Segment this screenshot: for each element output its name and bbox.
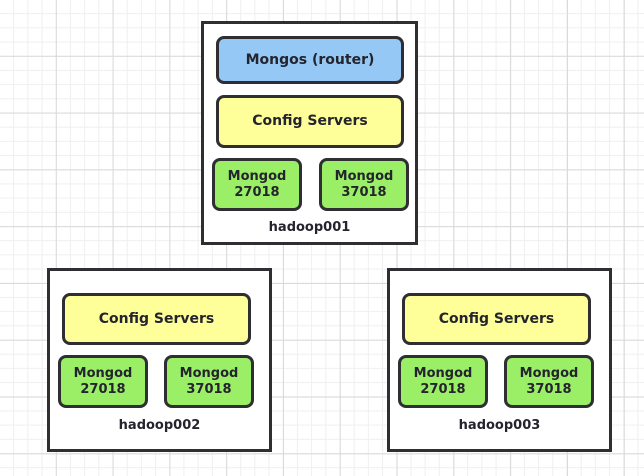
node-mongod-27018[interactable]: Mongod 27018 xyxy=(398,355,488,408)
node-label: Config Servers xyxy=(98,310,215,327)
node-config-servers[interactable]: Config Servers xyxy=(216,95,404,148)
host-container-hadoop003[interactable]: Config Servers Mongod 27018 Mongod 37018… xyxy=(387,268,612,452)
node-label: Mongod xyxy=(179,365,239,381)
node-label: Mongod xyxy=(227,168,287,184)
host-container-hadoop002[interactable]: Config Servers Mongod 27018 Mongod 37018… xyxy=(47,268,272,452)
node-port: 27018 xyxy=(234,184,280,200)
node-config-servers[interactable]: Config Servers xyxy=(402,293,591,345)
node-port: 27018 xyxy=(80,381,126,397)
node-mongod-37018[interactable]: Mongod 37018 xyxy=(164,355,254,408)
node-mongod-37018[interactable]: Mongod 37018 xyxy=(319,158,409,211)
node-label: Mongos (router) xyxy=(245,51,375,68)
node-label: Mongod xyxy=(73,365,133,381)
host-label-hadoop002: hadoop002 xyxy=(118,418,201,433)
node-label: Mongod xyxy=(413,365,473,381)
node-mongos-router[interactable]: Mongos (router) xyxy=(216,36,404,84)
node-port: 37018 xyxy=(526,381,572,397)
host-label-hadoop001: hadoop001 xyxy=(268,220,351,235)
node-label: Mongod xyxy=(519,365,579,381)
node-label: Config Servers xyxy=(252,113,368,130)
node-mongod-37018[interactable]: Mongod 37018 xyxy=(504,355,594,408)
node-port: 37018 xyxy=(186,381,232,397)
node-mongod-27018[interactable]: Mongod 27018 xyxy=(58,355,148,408)
node-port: 37018 xyxy=(341,184,387,200)
host-label-hadoop003: hadoop003 xyxy=(458,418,541,433)
node-port: 27018 xyxy=(420,381,466,397)
node-label: Config Servers xyxy=(438,310,555,327)
node-config-servers[interactable]: Config Servers xyxy=(62,293,251,345)
node-mongod-27018[interactable]: Mongod 27018 xyxy=(212,158,302,211)
host-container-hadoop001[interactable]: Mongos (router) Config Servers Mongod 27… xyxy=(201,21,418,245)
node-label: Mongod xyxy=(334,168,394,184)
